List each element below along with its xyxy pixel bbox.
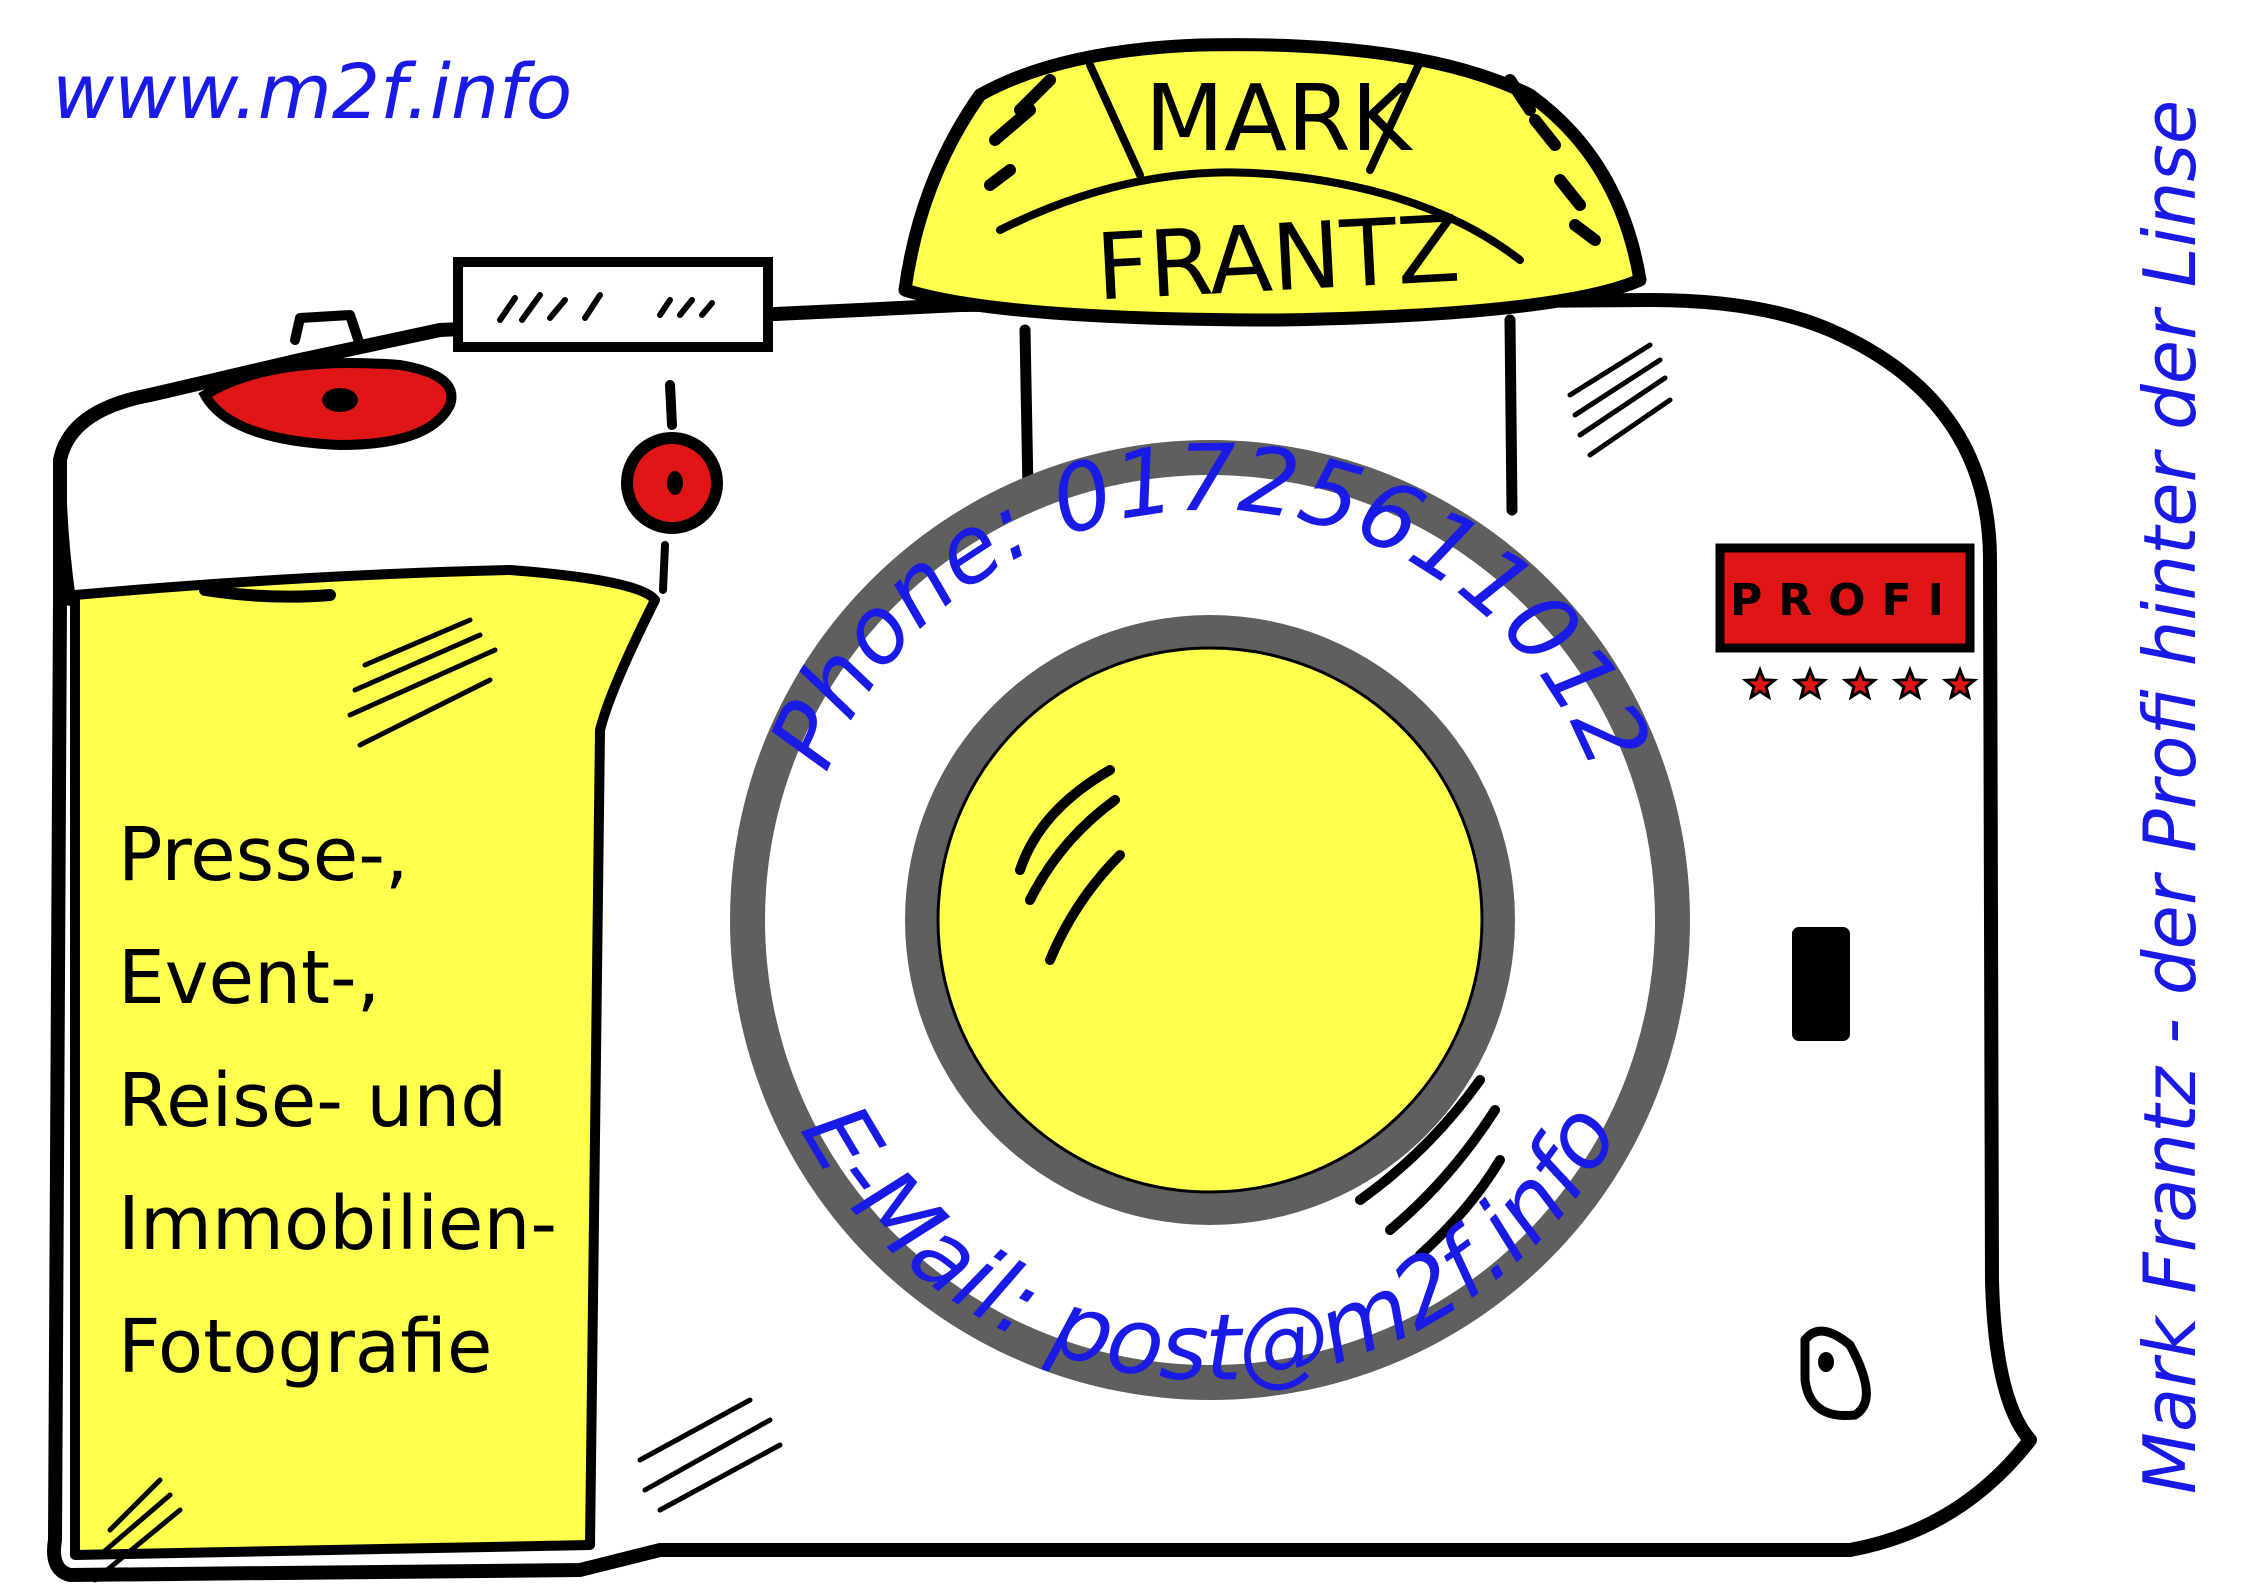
service-item: Reise- und	[118, 1058, 507, 1144]
star-icon	[1741, 665, 1779, 701]
service-item: Event-,	[118, 935, 380, 1021]
tagline: Mark Frantz - der Profi hinter der Linse	[2128, 100, 2212, 1494]
star-icon	[1841, 665, 1879, 701]
service-item: Presse-,	[118, 812, 409, 898]
profi-badge	[1715, 543, 1975, 653]
profi-badge-label: PROFI	[1730, 575, 1960, 626]
service-item: Fotografie	[118, 1304, 492, 1390]
side-button[interactable]	[1792, 927, 1850, 1041]
service-item: Immobilien-	[118, 1181, 557, 1267]
grip-hatching	[92, 617, 783, 1583]
lens-reflection	[1015, 765, 1505, 1260]
brand-first-name: MARK	[1145, 65, 1414, 172]
brand-last-name: FRANTZ	[1093, 196, 1462, 322]
viewfinder-hump	[898, 38, 1647, 327]
services-list: Presse-, Event-, Reise- und Immobilien- …	[118, 812, 557, 1390]
website-link[interactable]: www.m2f.info	[52, 47, 572, 136]
grip-panel	[70, 565, 660, 1560]
top-display	[453, 257, 773, 352]
star-icon	[1891, 665, 1929, 701]
star-icon	[1941, 665, 1979, 701]
lens-glass	[936, 646, 1484, 1194]
star-icon	[1791, 665, 1829, 701]
body-hatching	[1567, 342, 1673, 458]
rating-stars	[1741, 665, 1979, 701]
lever-knob	[1800, 1326, 1871, 1421]
